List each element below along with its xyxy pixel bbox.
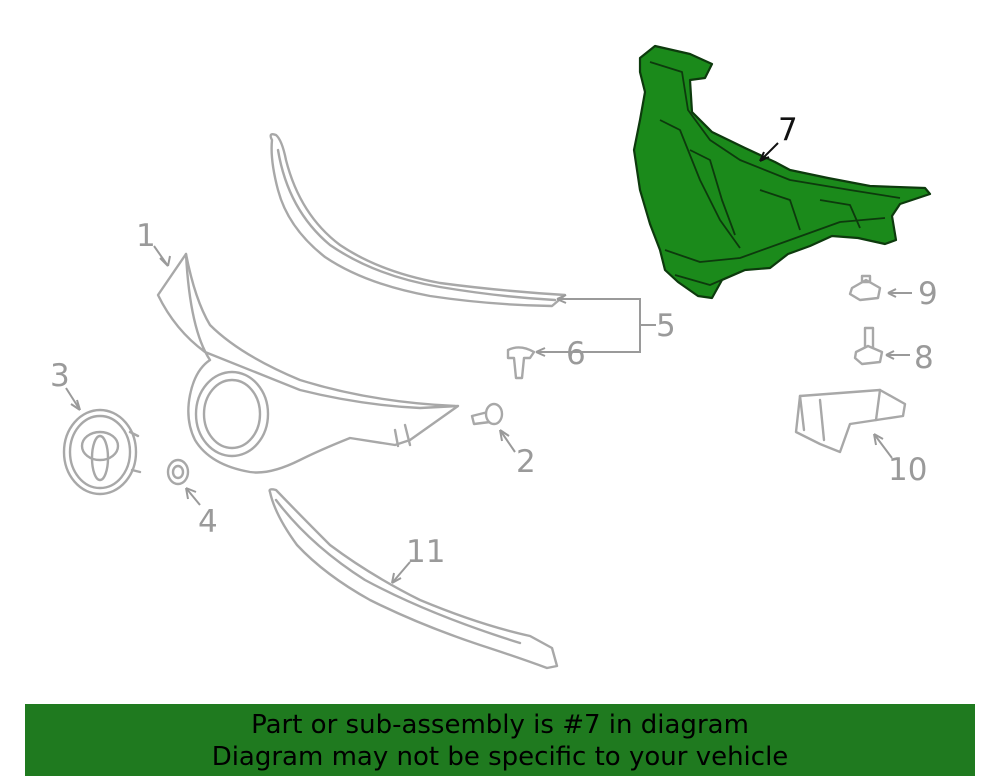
parts-diagram: 1 2 3 4 5 6 7 8 9 10 11	[50, 44, 938, 670]
callout-3: 3	[50, 358, 70, 394]
callout-1: 1	[136, 218, 156, 254]
part-11-lower-molding	[268, 488, 559, 670]
part-2-screw	[470, 402, 504, 426]
part-9-nut	[848, 274, 882, 302]
callout-5: 5	[656, 308, 676, 344]
part-8-bolt	[853, 326, 884, 366]
part-7-highlighted-support	[632, 44, 932, 300]
callout-6: 6	[566, 336, 586, 372]
part-4-washer	[166, 458, 190, 486]
callout-8: 8	[914, 340, 934, 376]
callout-7: 7	[778, 112, 798, 148]
callout-10: 10	[888, 452, 927, 488]
callout-11: 11	[406, 534, 445, 570]
callout-9: 9	[918, 276, 938, 312]
banner-line-1: Part or sub-assembly is #7 in diagram	[251, 710, 749, 740]
part-5-upper-molding	[269, 132, 567, 308]
callout-4: 4	[198, 504, 218, 540]
part-10-bracket	[794, 388, 907, 454]
callout-2: 2	[516, 444, 536, 480]
banner-line-2: Diagram may not be specific to your vehi…	[211, 742, 789, 772]
info-banner: Part or sub-assembly is #7 in diagram Di…	[25, 704, 975, 776]
leader-lines	[65, 142, 912, 584]
part-6-clip	[506, 346, 536, 380]
part-3-emblem	[62, 408, 142, 496]
part-1-grille-body	[156, 252, 460, 474]
